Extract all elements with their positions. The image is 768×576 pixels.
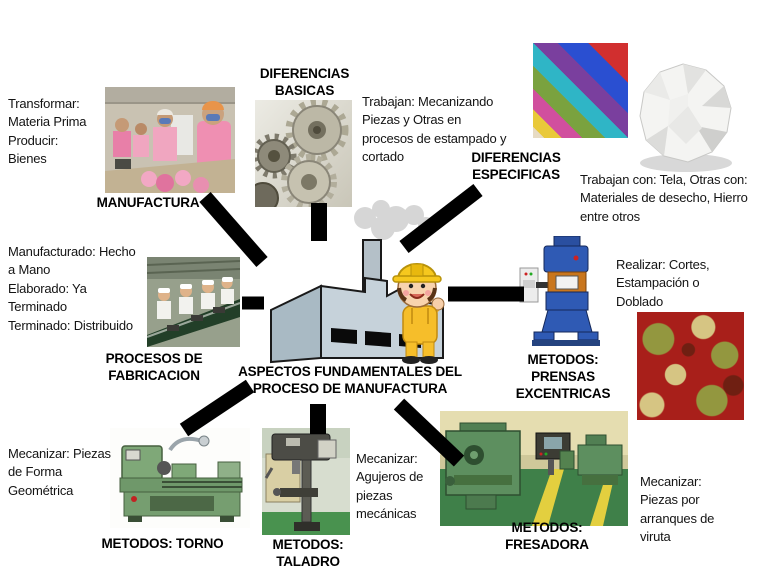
lathe-photo [110, 428, 250, 528]
smoke-cloud [354, 200, 434, 240]
drill-press-photo [262, 428, 350, 535]
assembly-line-photo [147, 257, 240, 347]
torno-note: Mecanizar: Piezas de Forma Geométrica [8, 446, 111, 498]
worker-figure [392, 263, 445, 364]
prensas-excentricas-note: Realizar: Cortes, Estampación o Doblado [616, 257, 710, 309]
paisley-fabric-photo [637, 312, 744, 420]
fresadora-note: Mecanizar: Piezas por arranques de virut… [640, 474, 715, 545]
manufactura-label: MANUFACTURA [96, 195, 200, 210]
manufactura-note: Transformar: Materia Prima Producir: Bie… [8, 96, 87, 167]
spoke-manufactura [199, 192, 268, 267]
taladro-note: Mecanizar: Agujeros de piezas mecánicas [356, 451, 424, 522]
textile-workers-photo [105, 87, 235, 193]
torno-label: METODOS: TORNO [101, 536, 224, 551]
crumpled-paper-photo [628, 56, 740, 174]
center-title: ASPECTOS FUNDAMENTALES DEL PROCESO DE MA… [238, 364, 462, 396]
milling-machine-photo [440, 411, 628, 526]
fresadora-label: METODOS: FRESADORA [505, 520, 589, 552]
diferencias-especificas-label: DIFERENCIAS ESPECIFICAS [471, 150, 561, 182]
gears-photo [255, 100, 352, 207]
eccentric-press-photo [518, 236, 602, 354]
diferencias-basicas-note: Trabajan: Mecanizando Piezas y Otras en … [362, 94, 507, 165]
factory-worker-clipart [265, 198, 450, 366]
diferencias-especificas-note: Trabajan con: Tela, Otras con: Materiale… [580, 172, 748, 224]
colored-fabric-sheets-photo [533, 43, 628, 138]
diferencias-basicas-label: DIFERENCIAS BASICAS [259, 66, 350, 98]
taladro-label: METODOS: TALADRO [272, 537, 344, 569]
procesos-fabricacion-note: Manufacturado: Hecho a Mano Elaborado: Y… [8, 244, 136, 333]
prensas-excentricas-label: METODOS: PRENSAS EXCENTRICAS [515, 352, 611, 401]
procesos-fabricacion-label: PROCESOS DE FABRICACION [105, 351, 203, 383]
